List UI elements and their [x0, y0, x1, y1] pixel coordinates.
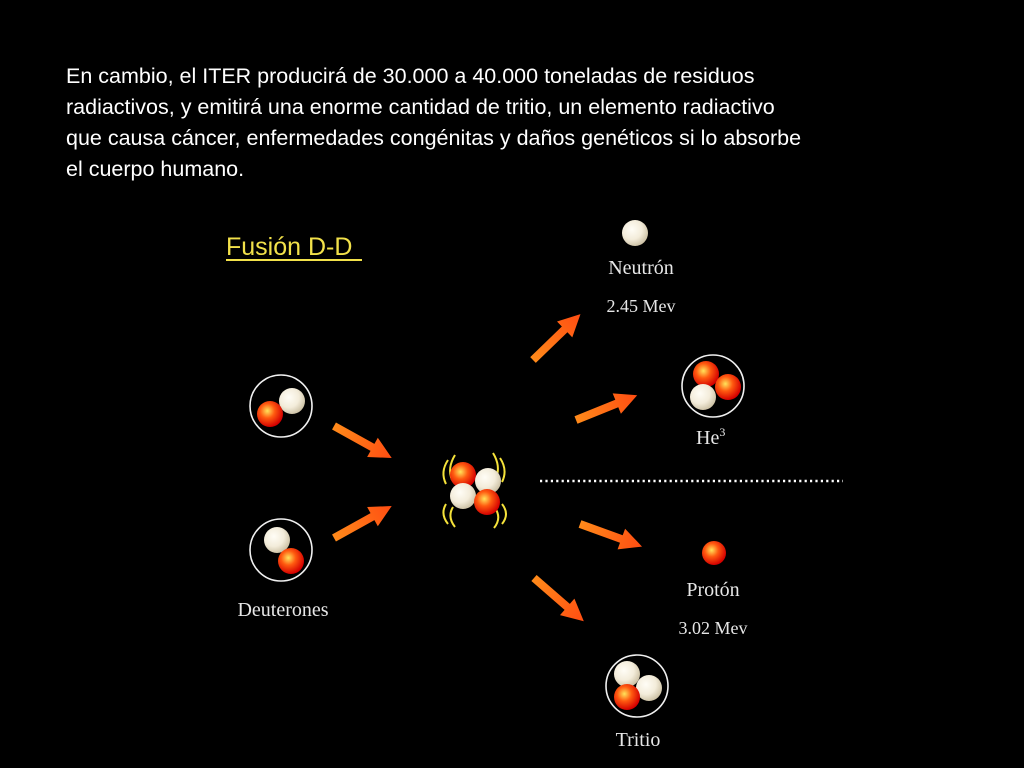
helium3-proton-1 — [693, 361, 719, 387]
tritium-product: Tritio — [605, 654, 669, 751]
helium3-proton-2 — [715, 374, 741, 400]
paragraph-line-3: que causa cáncer, enfermedades congénita… — [66, 126, 802, 150]
diagram-title: Fusión D-D — [226, 233, 362, 261]
proton-particle — [702, 541, 726, 565]
tritium-neutron-1 — [614, 661, 640, 687]
proton-product: Protón 3.02 Mev — [679, 541, 748, 638]
cluster-neutron-2 — [450, 483, 476, 509]
arrow-to-tritium — [526, 569, 592, 630]
tritium-neutron-2 — [636, 675, 662, 701]
cluster-proton-1 — [450, 462, 476, 488]
proton-energy: 3.02 Mev — [679, 618, 748, 638]
cluster-neutron-1 — [475, 468, 501, 494]
deuteron-top-ring — [249, 374, 313, 438]
arrow-deuteron-top-to-center — [328, 416, 398, 468]
paragraph-line-4: el cuerpo humano. — [66, 157, 245, 181]
fusion-cluster — [442, 452, 507, 529]
neutron-energy: 2.45 Mev — [607, 296, 676, 316]
neutron-label: Neutrón — [608, 257, 674, 279]
arrow-to-neutron — [525, 306, 589, 368]
helium3-symbol: He — [696, 427, 719, 449]
arrow-deuteron-bottom-to-center — [328, 496, 398, 548]
tritium-ring — [605, 654, 669, 718]
deuteron-bottom-neutron — [264, 527, 290, 553]
helium3-ring — [681, 354, 745, 418]
helium3-product: He3 — [681, 354, 745, 449]
deuteron-top-neutron — [279, 388, 305, 414]
helium3-label: He3 — [696, 425, 725, 449]
helium3-neutron — [690, 384, 716, 410]
arrow-to-helium3 — [571, 385, 642, 431]
diagram-title-text: Fusión D-D — [226, 233, 352, 261]
paragraph-line-2: radiactivos, y emitirá una enorme cantid… — [66, 95, 775, 119]
deuteron-bottom-ring — [249, 518, 313, 582]
tritium-proton — [614, 684, 640, 710]
title-underline — [226, 259, 362, 261]
deuteron-bottom — [249, 518, 313, 582]
neutron-product: Neutrón 2.45 Mev — [607, 220, 676, 316]
cluster-proton-2 — [474, 489, 500, 515]
proton-label: Protón — [686, 579, 739, 601]
deuteron-top — [249, 374, 313, 438]
body-paragraph: En cambio, el ITER producirá de 30.000 a… — [66, 61, 946, 185]
neutron-particle — [622, 220, 648, 246]
arrow-to-proton — [576, 513, 646, 557]
deuterons-label: Deuterones — [237, 599, 328, 621]
paragraph-line-1: En cambio, el ITER producirá de 30.000 a… — [66, 64, 755, 88]
deuteron-top-proton — [257, 401, 283, 427]
helium3-superscript: 3 — [719, 425, 725, 439]
deuteron-bottom-proton — [278, 548, 304, 574]
tritium-label: Tritio — [616, 729, 661, 751]
